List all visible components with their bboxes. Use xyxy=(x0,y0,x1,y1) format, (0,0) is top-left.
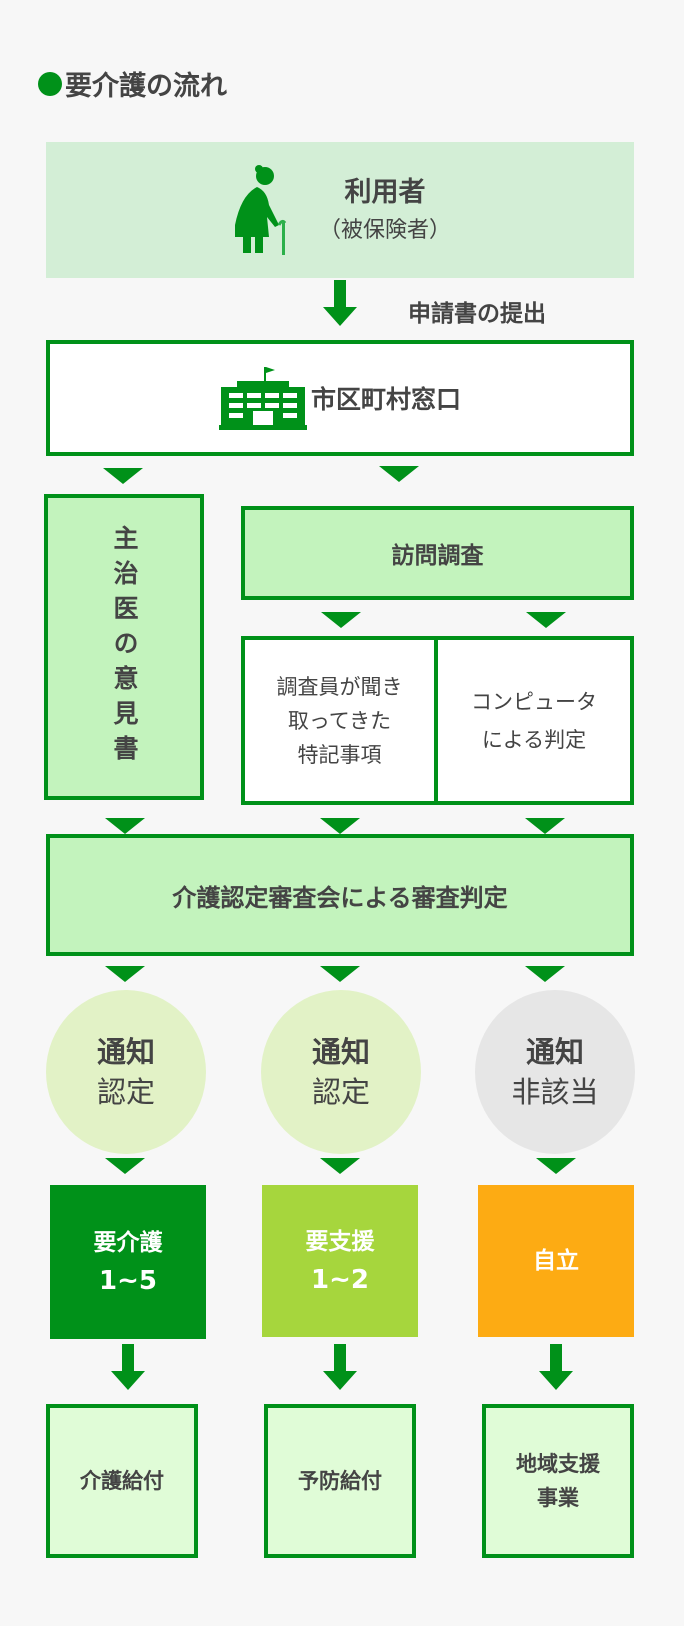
triangle-down-icon xyxy=(320,1158,360,1174)
arrow-down-icon xyxy=(323,1344,357,1390)
arrow-down-icon xyxy=(323,280,357,326)
notice-result: 非該当 xyxy=(511,1075,599,1109)
bullet-icon xyxy=(38,71,62,96)
elderly-person-icon xyxy=(234,165,287,255)
notice-result: 認定 xyxy=(311,1075,370,1109)
office-box: 市区町村窓口 xyxy=(46,340,634,456)
benefit-prevention-box: 予防給付 xyxy=(264,1404,416,1558)
user-box: 利用者 （被保険者） xyxy=(46,142,634,278)
level-independent-box: 自立 xyxy=(478,1185,634,1337)
triangle-down-icon xyxy=(105,818,145,834)
notice-title: 通知 xyxy=(96,1035,155,1069)
level-range: 1~2 xyxy=(311,1265,369,1295)
benefit-community-box: 地域支援事業 xyxy=(482,1404,634,1558)
arrow-down-icon xyxy=(111,1344,145,1390)
triangle-down-icon xyxy=(320,966,360,982)
submit-label: 申請書の提出 xyxy=(408,301,546,327)
triangle-down-icon xyxy=(105,1158,145,1174)
arrow-down-icon xyxy=(539,1344,573,1390)
level-label: 要支援 xyxy=(305,1229,375,1255)
triangle-down-icon xyxy=(525,818,565,834)
triangle-down-icon xyxy=(379,466,419,482)
benefit-label: 地域支援 xyxy=(516,1452,600,1476)
review-label: 介護認定審査会による審査判定 xyxy=(172,883,508,912)
benefit-label: 予防給付 xyxy=(298,1469,382,1493)
line: による判定 xyxy=(481,727,587,752)
triangle-down-icon xyxy=(320,818,360,834)
notice-circle-2: 通知認定 xyxy=(261,990,421,1154)
city-hall-icon xyxy=(218,367,307,430)
triangle-down-icon xyxy=(321,612,361,628)
review-box: 介護認定審査会による審査判定 xyxy=(46,834,634,956)
notice-title: 通知 xyxy=(311,1035,370,1069)
survey-item-computer: コンピュータ による判定 xyxy=(438,640,630,801)
doctor-opinion-label: 主治医の意見書 xyxy=(110,524,139,770)
benefit-label: 介護給付 xyxy=(80,1469,164,1493)
notice-title: 通知 xyxy=(525,1035,584,1069)
triangle-down-icon xyxy=(526,612,566,628)
level-support-box: 要支援 1~2 xyxy=(262,1185,418,1337)
triangle-down-icon xyxy=(103,468,143,484)
visit-survey-label: 訪問調査 xyxy=(391,543,484,569)
triangle-down-icon xyxy=(536,1158,576,1174)
level-label: 自立 xyxy=(533,1248,579,1274)
triangle-down-icon xyxy=(525,966,565,982)
line: コンピュータ xyxy=(471,689,597,714)
line: 特記事項 xyxy=(297,742,382,767)
user-label: 利用者 xyxy=(344,177,426,208)
level-care-box: 要介護 1~5 xyxy=(50,1185,206,1339)
user-sublabel: （被保険者） xyxy=(318,218,451,243)
triangle-down-icon xyxy=(105,966,145,982)
page-title: 要介護の流れ xyxy=(38,64,227,103)
notice-result: 認定 xyxy=(96,1075,155,1109)
notice-circle-3: 通知非該当 xyxy=(475,990,635,1154)
level-label: 要介護 xyxy=(93,1230,163,1256)
line: 調査員が聞き xyxy=(276,674,403,699)
line: 取ってきた xyxy=(287,708,392,733)
benefit-care-box: 介護給付 xyxy=(46,1404,198,1558)
office-label: 市区町村窓口 xyxy=(310,385,461,414)
notice-circle-1: 通知認定 xyxy=(46,990,206,1154)
benefit-label: 事業 xyxy=(537,1486,579,1510)
survey-item-notes: 調査員が聞き 取ってきた 特記事項 xyxy=(245,640,438,801)
level-range: 1~5 xyxy=(99,1266,157,1296)
survey-items: 調査員が聞き 取ってきた 特記事項 コンピュータ による判定 xyxy=(241,636,634,805)
visit-survey-box: 訪問調査 xyxy=(241,506,634,600)
doctor-opinion-box: 主治医の意見書 xyxy=(44,494,204,800)
